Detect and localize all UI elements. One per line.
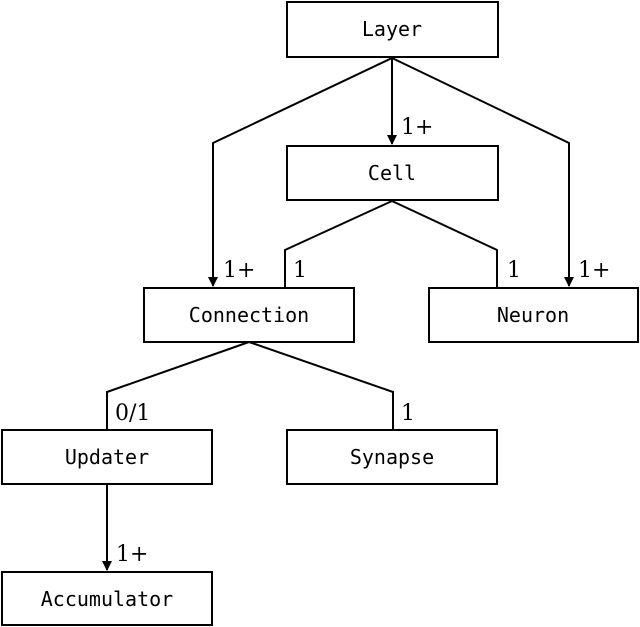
mult-layer-connection: 1+ — [223, 258, 255, 283]
node-updater[interactable]: Updater — [1, 429, 213, 485]
edge-cell-connection — [284, 200, 393, 288]
node-synapse-label: Synapse — [350, 445, 434, 469]
edge-layer-neuron — [391, 57, 574, 287]
edge-connection-synapse — [248, 341, 394, 430]
node-cell-label: Cell — [368, 161, 416, 185]
node-accumulator-box — [1, 571, 213, 626]
mult-layer-neuron: 1+ — [578, 258, 610, 283]
mult-cell-connection: 1 — [293, 258, 307, 283]
node-connection-box — [143, 287, 355, 343]
node-layer[interactable]: Layer — [286, 1, 499, 58]
node-updater-box — [1, 429, 213, 485]
node-accumulator-label: Accumulator — [41, 587, 173, 611]
node-synapse[interactable]: Synapse — [286, 429, 498, 485]
node-layer-label: Layer — [362, 17, 422, 41]
edge-layer-connection — [208, 57, 393, 287]
mult-connection-synapse: 1 — [401, 401, 415, 426]
node-layer-box — [286, 1, 499, 58]
node-updater-label: Updater — [65, 445, 149, 469]
edges — [102, 57, 574, 571]
node-connection[interactable]: Connection — [143, 287, 355, 343]
multiplicity-labels: 1+ 1+ 1 1 1+ 0/1 1 1+ — [115, 115, 610, 567]
edge-cell-neuron — [391, 200, 498, 288]
node-neuron[interactable]: Neuron — [428, 287, 639, 343]
edge-connection-updater — [106, 341, 250, 430]
node-cell-box — [286, 145, 499, 201]
mult-updater-accumulator: 1+ — [116, 542, 148, 567]
mult-connection-updater: 0/1 — [115, 401, 150, 426]
node-synapse-box — [286, 429, 498, 485]
mult-cell-neuron: 1 — [507, 258, 521, 283]
node-cell[interactable]: Cell — [286, 145, 499, 201]
node-accumulator[interactable]: Accumulator — [1, 571, 213, 626]
node-neuron-box — [428, 287, 639, 343]
node-neuron-label: Neuron — [497, 303, 569, 327]
mult-layer-cell: 1+ — [401, 115, 433, 140]
node-connection-label: Connection — [189, 303, 309, 327]
